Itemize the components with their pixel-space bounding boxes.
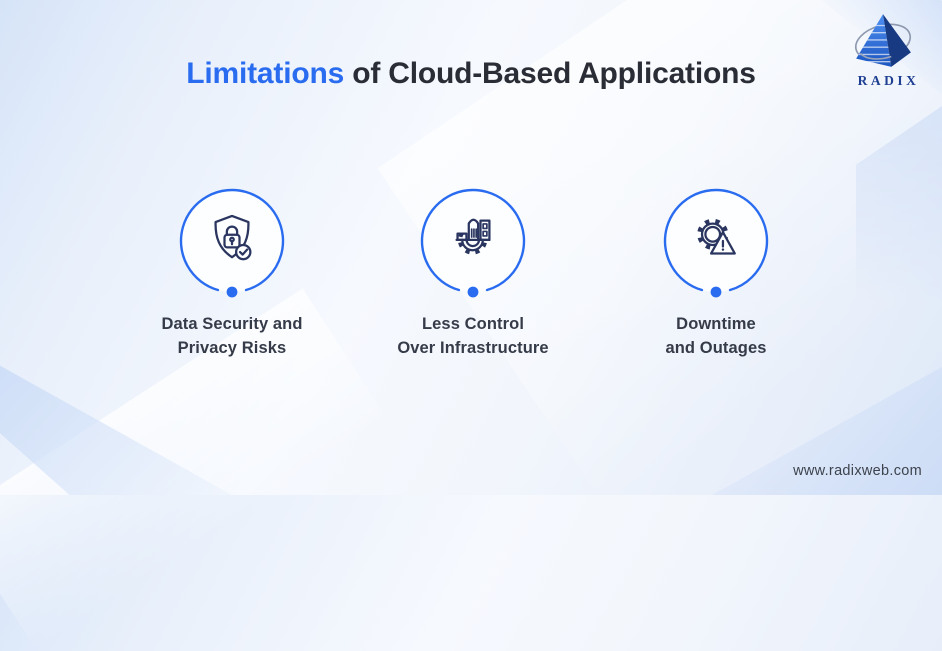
icon-circle [177, 185, 287, 301]
limitation-item-downtime: Downtime and Outages [601, 185, 831, 360]
shield-lock-check-icon [214, 214, 252, 261]
title-rest: of Cloud-Based Applications [344, 57, 756, 90]
radix-logo: RADIX [844, 10, 930, 89]
website-url: www.radixweb.com [793, 463, 922, 479]
buildings-gear-icon [455, 218, 491, 255]
radix-logo-text: RADIX [857, 73, 920, 88]
page-title: Limitations of Cloud-Based Applications [0, 57, 942, 91]
background-wedge-bottom-left [0, 365, 232, 495]
gear-warning-icon [697, 218, 736, 255]
item-label: Less Control Over Infrastructure [397, 315, 549, 357]
limitation-item-security: Data Security and Privacy Risks [117, 185, 347, 360]
radix-pyramid-icon [854, 14, 912, 67]
item-label: Data Security and Privacy Risks [161, 315, 303, 357]
icon-circle [418, 185, 528, 301]
background-polygon-right [856, 106, 942, 302]
item-label: Downtime and Outages [665, 315, 767, 357]
icon-circle [661, 185, 771, 301]
title-highlight: Limitations [186, 57, 345, 90]
limitation-item-infrastructure: Less Control Over Infrastructure [358, 185, 588, 360]
